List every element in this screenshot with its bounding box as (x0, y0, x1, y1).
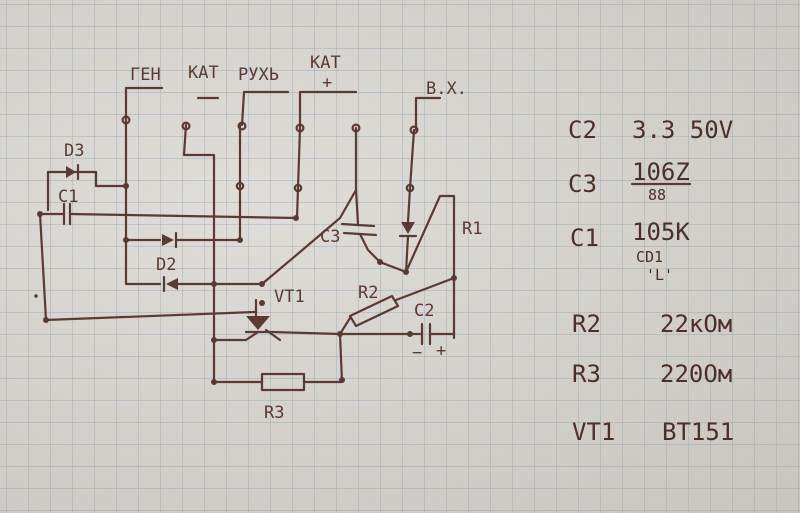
label-d3: D3 (64, 141, 84, 161)
spec-value: 220Ом (660, 360, 732, 388)
terminal-node (121, 115, 131, 125)
terminal-node (181, 121, 191, 131)
label-kat-plus-sign: + (322, 73, 332, 93)
junction-node (339, 377, 345, 383)
terminal-node (409, 125, 419, 135)
ink-dot (34, 294, 38, 298)
spec-value: 3.3 50V (632, 116, 733, 144)
label-gen: ГЕН (130, 65, 161, 85)
spec-ref: VT1 (572, 418, 615, 446)
terminal-gen-wire (124, 86, 164, 188)
label-c2-plus: + (436, 341, 446, 361)
junction-node (43, 317, 49, 323)
spec-list: C2 3.3 50V C3 106Z 88 C1 105K CD1 'L' R2… (568, 116, 734, 446)
junction-node (293, 215, 299, 221)
spec-sub: 88 (648, 186, 666, 204)
junction-node (37, 211, 43, 217)
label-r3: R3 (264, 403, 284, 423)
terminal-kat-minus-wire (182, 123, 216, 342)
junction-node (211, 281, 217, 287)
d2-diode (124, 238, 264, 293)
left-rail (38, 212, 258, 322)
label-kat-minus: КАТ (188, 63, 219, 83)
label-rukh: РУХЬ (238, 65, 279, 85)
spec-ref: C1 (570, 224, 599, 252)
label-c1: C1 (58, 187, 78, 207)
label-vt1: VT1 (274, 287, 305, 307)
terminal-vkh-wire (408, 96, 442, 190)
r3-resistor (212, 332, 344, 392)
spec-value: BT151 (662, 418, 734, 446)
c1-capacitor (38, 202, 298, 226)
junction-node (211, 379, 217, 385)
label-r2: R2 (358, 283, 378, 303)
terminal-node (351, 123, 361, 133)
c3-capacitor (340, 188, 382, 264)
spec-ref: C3 (568, 170, 597, 198)
c2-capacitor (338, 322, 456, 346)
d3-diode (46, 163, 128, 212)
label-vkh: В.Х. (426, 79, 467, 99)
spec-ref: R3 (572, 360, 601, 388)
spec-sub: CD1 (636, 248, 663, 266)
terminal-node (295, 123, 305, 133)
r2-resistor (338, 276, 456, 336)
spec-value: 22кОм (660, 310, 732, 338)
junction-node (407, 331, 413, 337)
terminal-kat-plus-wire (295, 90, 358, 220)
junction-node (237, 237, 243, 243)
label-c2: C2 (414, 301, 434, 321)
label-kat-plus: КАТ (310, 53, 341, 73)
spec-sub: 'L' (646, 266, 673, 284)
label-c2-minus: − (412, 343, 422, 363)
junction-node (259, 300, 265, 306)
vx-diode (378, 186, 418, 274)
label-d2: D2 (156, 255, 176, 275)
spec-ref: C2 (568, 116, 597, 144)
vt1-thyristor (212, 298, 342, 342)
terminal-node (293, 183, 303, 193)
spec-value: 106Z (632, 158, 690, 186)
label-c3: C3 (320, 227, 340, 247)
diagonal-wire (260, 188, 358, 286)
spec-value: 105K (632, 218, 690, 246)
r1-resistor (404, 194, 456, 340)
terminal-node (235, 181, 245, 191)
terminal-node (237, 121, 247, 131)
label-r1: R1 (462, 219, 482, 239)
spec-ref: R2 (572, 310, 601, 338)
